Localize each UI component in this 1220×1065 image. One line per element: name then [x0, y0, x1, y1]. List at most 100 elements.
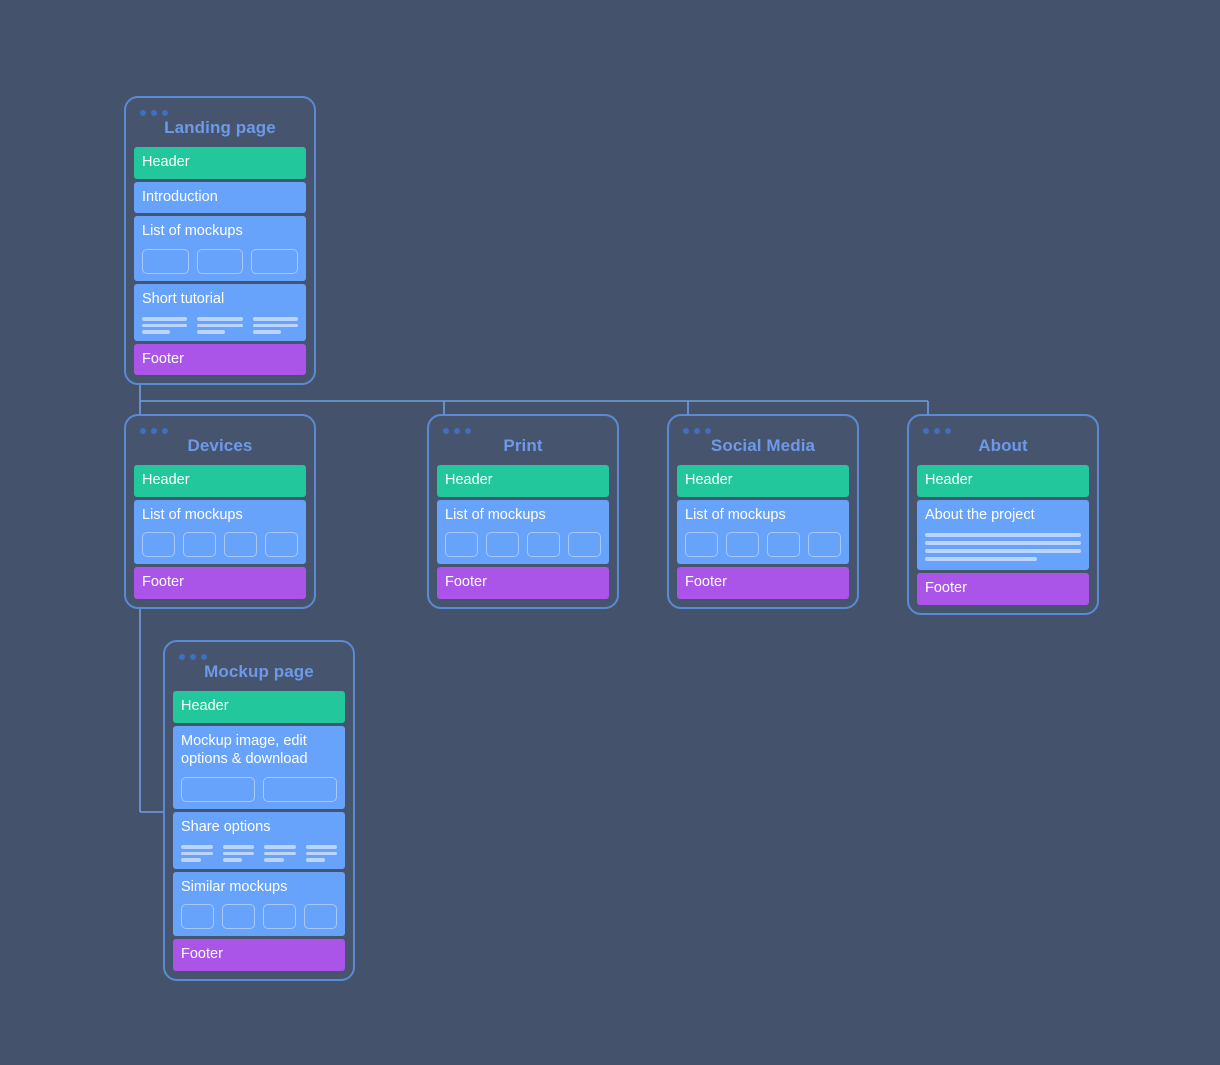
- text-line: [252, 317, 298, 321]
- mockup-thumbnail[interactable]: [142, 248, 189, 274]
- window-dots-icon: [173, 650, 345, 660]
- window-dot: [201, 654, 207, 660]
- window-dots-icon: [437, 424, 609, 434]
- card-title-devices: Devices: [187, 436, 253, 455]
- section-header[interactable]: Header: [134, 147, 306, 179]
- section-footer[interactable]: Footer: [134, 567, 306, 599]
- window-dot: [454, 428, 460, 434]
- mockup-thumbnail-row: [685, 532, 841, 558]
- mockup-thumbnail[interactable]: [304, 904, 337, 930]
- window-dots-icon: [917, 424, 1089, 434]
- mockup-thumbnail[interactable]: [685, 532, 718, 558]
- section-similar-mockups[interactable]: Similar mockups: [173, 871, 345, 937]
- section-label: List of mockups: [685, 506, 786, 523]
- window-dots-icon: [677, 424, 849, 434]
- section-label: List of mockups: [142, 223, 243, 240]
- share-option[interactable]: [181, 845, 213, 862]
- section-list-of-mockups[interactable]: List of mockups: [134, 216, 306, 281]
- mockup-thumbnail[interactable]: [445, 532, 478, 558]
- text-line: [197, 323, 243, 328]
- share-option[interactable]: [305, 845, 337, 862]
- window-dots-icon: [134, 424, 306, 434]
- section-introduction[interactable]: Introduction: [134, 181, 306, 214]
- mockup-thumbnail[interactable]: [183, 532, 216, 558]
- section-footer[interactable]: Footer: [173, 939, 345, 971]
- section-label: Header: [142, 154, 190, 170]
- mockup-thumbnail[interactable]: [486, 532, 519, 558]
- card-about[interactable]: About Header About the project Footer: [907, 414, 1099, 615]
- mockup-thumbnail[interactable]: [726, 532, 759, 558]
- mockup-thumbnail[interactable]: [181, 904, 214, 930]
- text-line: [181, 845, 213, 849]
- mockup-thumbnail[interactable]: [265, 532, 298, 558]
- section-label: List of mockups: [445, 506, 546, 523]
- section-list: Header Mockup image, edit options & down…: [173, 691, 345, 971]
- section-label: Header: [142, 472, 190, 488]
- section-header[interactable]: Header: [677, 465, 849, 497]
- section-header[interactable]: Header: [173, 691, 345, 723]
- mockup-action-button[interactable]: [181, 776, 255, 802]
- section-label: Header: [925, 472, 973, 488]
- section-label: About the project: [925, 506, 1035, 523]
- text-line: [264, 851, 296, 856]
- section-footer[interactable]: Footer: [437, 567, 609, 599]
- section-label: Header: [445, 472, 493, 488]
- text-line: [264, 845, 296, 849]
- mockup-thumbnail[interactable]: [767, 532, 800, 558]
- section-label: Header: [685, 472, 733, 488]
- tutorial-step: [142, 317, 188, 334]
- card-landing-page[interactable]: Landing page Header Introduction List of…: [124, 96, 316, 386]
- share-option[interactable]: [264, 845, 296, 862]
- section-list-of-mockups[interactable]: List of mockups: [437, 499, 609, 565]
- mockup-thumbnail-row: [142, 532, 298, 558]
- window-dot: [923, 428, 929, 434]
- text-line: [305, 858, 326, 862]
- text-line: [925, 557, 1038, 562]
- window-dot: [694, 428, 700, 434]
- section-footer[interactable]: Footer: [134, 343, 306, 376]
- text-line: [925, 533, 1081, 538]
- text-line: [142, 317, 188, 321]
- section-header[interactable]: Header: [917, 465, 1089, 497]
- text-line: [264, 858, 284, 862]
- mockup-thumbnail[interactable]: [251, 248, 299, 274]
- window-dot: [683, 428, 689, 434]
- card-social-media[interactable]: Social Media Header List of mockups Foot…: [667, 414, 859, 609]
- section-header[interactable]: Header: [437, 465, 609, 497]
- section-footer[interactable]: Footer: [677, 567, 849, 599]
- window-dot: [151, 428, 157, 434]
- section-mockup-image[interactable]: Mockup image, edit options & download: [173, 725, 345, 809]
- card-title-about: About: [978, 436, 1028, 455]
- section-label: Mockup image, edit options & download: [181, 732, 308, 768]
- share-option-row: [181, 845, 337, 862]
- mockup-thumbnail[interactable]: [568, 532, 601, 558]
- tutorial-step: [197, 317, 243, 334]
- card-devices[interactable]: Devices Header List of mockups Footer: [124, 414, 316, 609]
- window-dot: [443, 428, 449, 434]
- section-label: Share options: [181, 818, 271, 835]
- section-footer[interactable]: Footer: [917, 573, 1089, 605]
- card-print[interactable]: Print Header List of mockups Footer: [427, 414, 619, 609]
- mockup-action-button[interactable]: [263, 776, 337, 802]
- window-dot: [140, 428, 146, 434]
- mockup-thumbnail[interactable]: [222, 904, 255, 930]
- window-dot: [945, 428, 951, 434]
- mockup-thumbnail[interactable]: [196, 248, 244, 274]
- mockup-thumbnail[interactable]: [808, 532, 841, 558]
- section-list-of-mockups[interactable]: List of mockups: [134, 499, 306, 565]
- mockup-thumbnail[interactable]: [527, 532, 560, 558]
- section-about-the-project[interactable]: About the project: [917, 499, 1089, 571]
- section-list: Header About the project Footer: [917, 465, 1089, 605]
- section-share-options[interactable]: Share options: [173, 811, 345, 869]
- mockup-thumbnail[interactable]: [142, 532, 175, 558]
- window-dot: [179, 654, 185, 660]
- section-list: Header List of mockups Footer: [437, 465, 609, 599]
- share-option[interactable]: [222, 845, 254, 862]
- section-header[interactable]: Header: [134, 465, 306, 497]
- mockup-thumbnail[interactable]: [224, 532, 257, 558]
- section-list-of-mockups[interactable]: List of mockups: [677, 499, 849, 565]
- mockup-thumbnail[interactable]: [263, 904, 296, 930]
- section-short-tutorial[interactable]: Short tutorial: [134, 283, 306, 341]
- section-label: Footer: [181, 946, 223, 963]
- card-mockup-page[interactable]: Mockup page Header Mockup image, edit op…: [163, 640, 355, 981]
